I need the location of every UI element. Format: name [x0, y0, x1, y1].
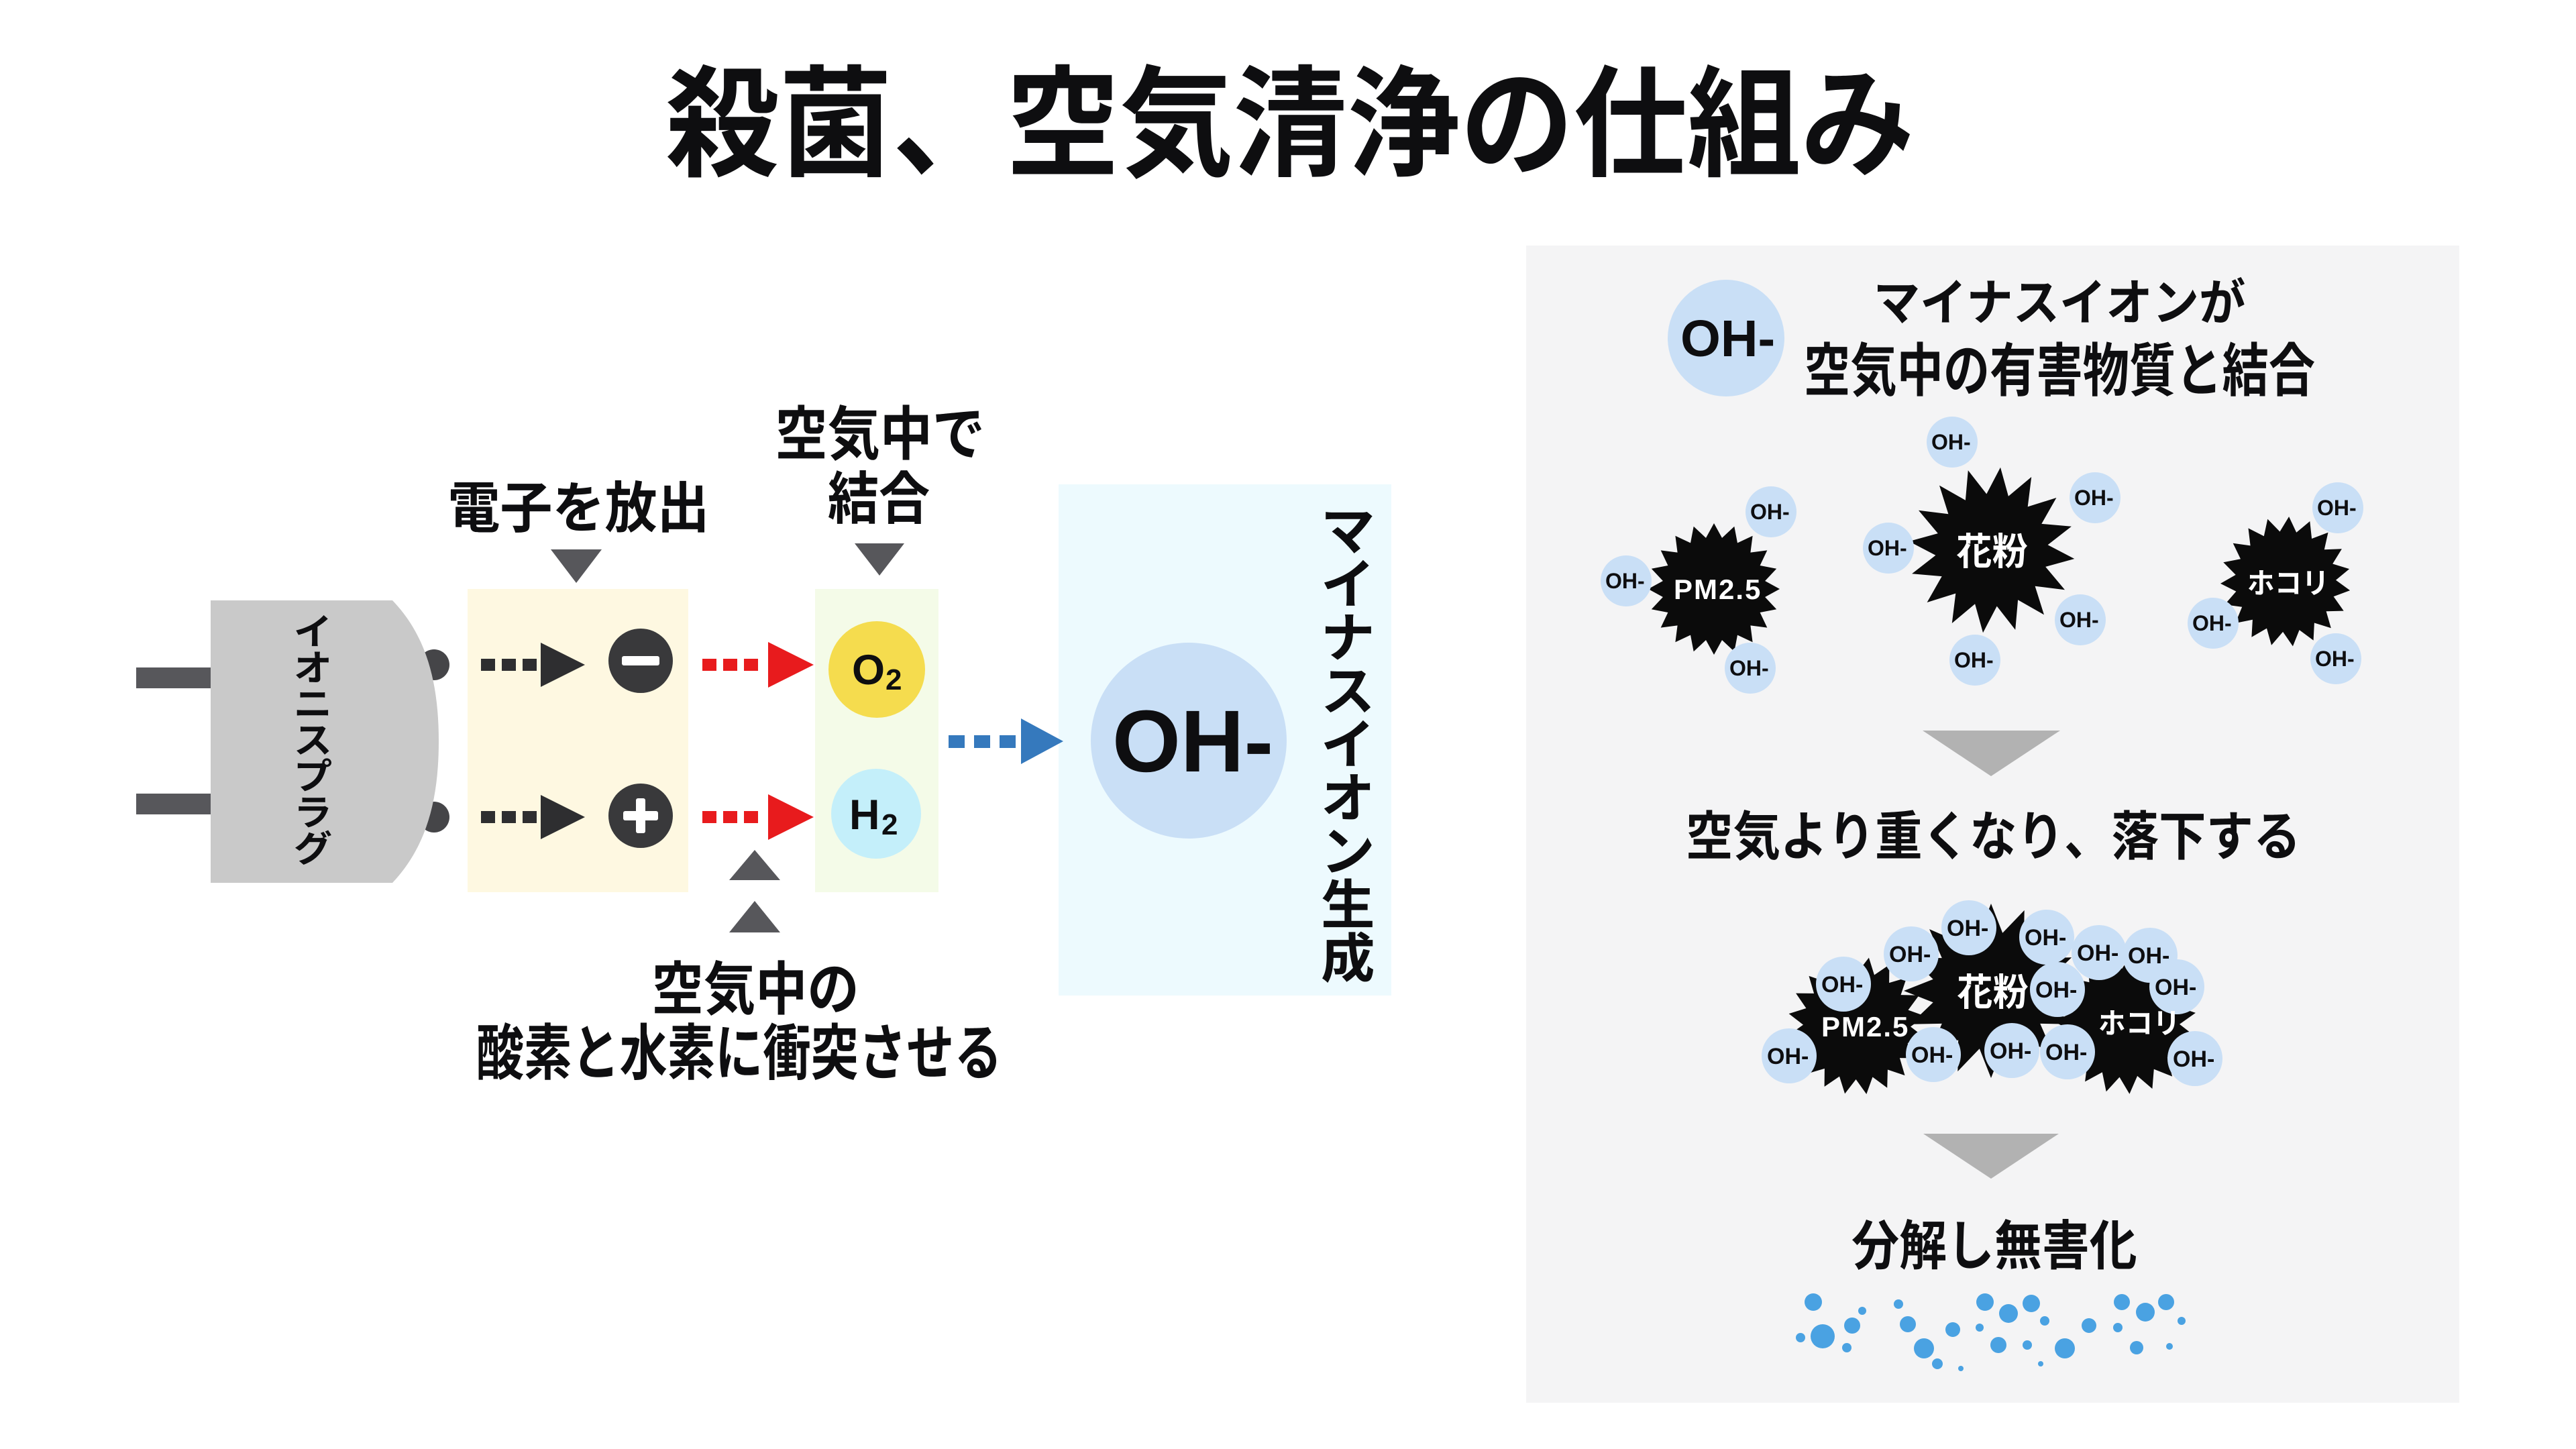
svg-text:OH-: OH-: [1931, 430, 1971, 454]
svg-text:OH-: OH-: [2315, 647, 2355, 671]
svg-text:OH-: OH-: [2074, 486, 2114, 510]
svg-text:OH-: OH-: [1911, 1042, 1953, 1068]
svg-text:OH-: OH-: [2025, 925, 2066, 951]
svg-text:OH-: OH-: [1947, 916, 1988, 941]
svg-text:OH-: OH-: [1680, 310, 1775, 368]
svg-text:H: H: [849, 792, 880, 839]
svg-text:OH-: OH-: [1821, 972, 1863, 998]
svg-text:OH-: OH-: [2155, 975, 2196, 1000]
svg-text:OH-: OH-: [1112, 692, 1273, 790]
svg-text:2: 2: [885, 663, 902, 696]
svg-text:OH-: OH-: [1729, 656, 1769, 680]
svg-text:OH-: OH-: [1750, 500, 1790, 524]
svg-text:PM2.5: PM2.5: [1674, 574, 1762, 605]
svg-text:OH-: OH-: [1868, 536, 1907, 560]
svg-text:OH-: OH-: [2077, 941, 2118, 966]
svg-text:OH-: OH-: [1990, 1038, 2031, 1064]
svg-text:OH-: OH-: [1605, 569, 1645, 593]
svg-text:OH-: OH-: [2059, 608, 2099, 632]
svg-text:OH-: OH-: [2173, 1046, 2214, 1072]
svg-text:OH-: OH-: [1889, 942, 1931, 967]
svg-text:O: O: [852, 647, 885, 694]
svg-text:OH-: OH-: [1954, 648, 1994, 672]
svg-text:PM2.5: PM2.5: [1821, 1011, 1909, 1042]
svg-text:OH-: OH-: [2035, 977, 2077, 1003]
svg-text:OH-: OH-: [2192, 611, 2232, 635]
svg-text:OH-: OH-: [2317, 496, 2357, 520]
svg-text:OH-: OH-: [1767, 1044, 1809, 1069]
svg-text:OH-: OH-: [2045, 1040, 2087, 1065]
svg-text:2: 2: [881, 808, 898, 841]
